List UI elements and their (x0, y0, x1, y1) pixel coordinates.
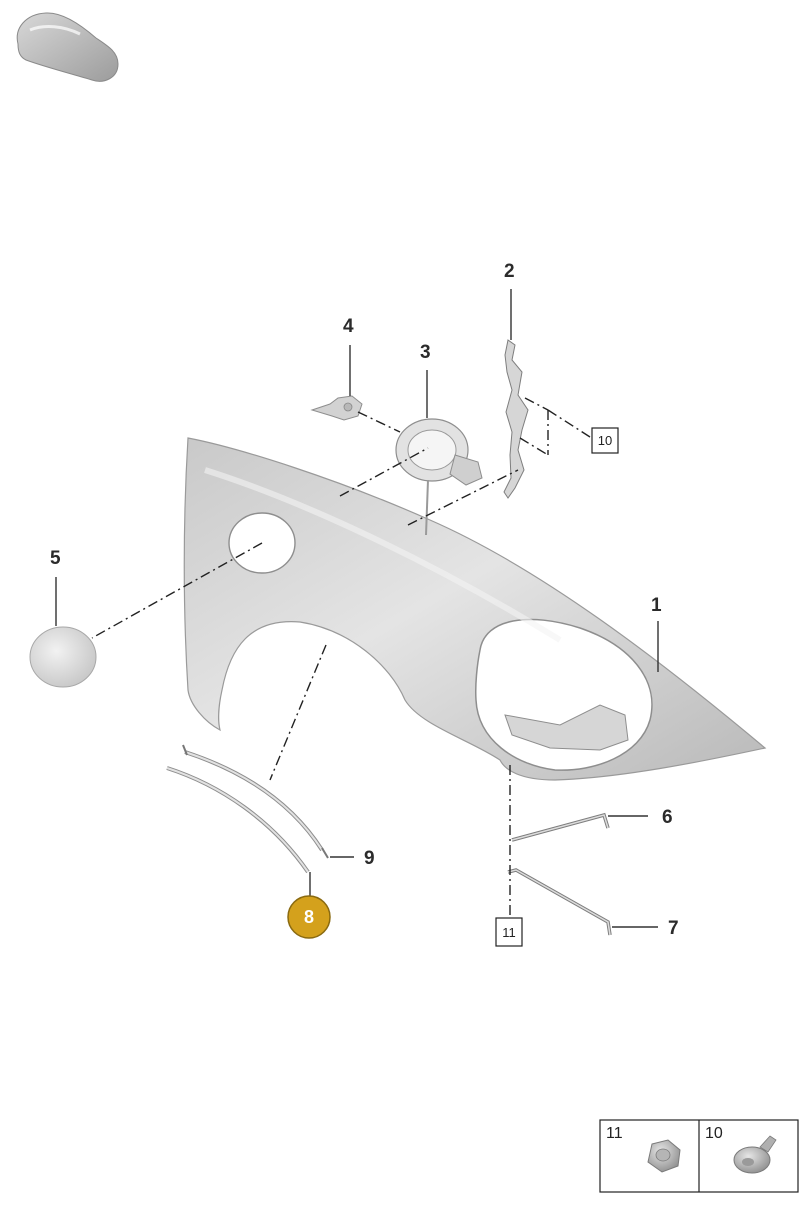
svg-text:11: 11 (502, 925, 516, 940)
wheel-arch-trim-part (166, 744, 329, 874)
support-strut-6-part (511, 812, 610, 842)
callout-4: 4 (343, 316, 354, 337)
front-fender-part (183, 437, 767, 781)
callout-3: 3 (420, 342, 431, 363)
hardware-legend: 11 10 (599, 1119, 799, 1193)
callout-2: 2 (504, 261, 515, 282)
legend-label-10: 10 (705, 1125, 723, 1142)
car-thumbnail-icon (16, 12, 119, 82)
ref-box-10: 10 (591, 427, 619, 454)
nut-icon (647, 1139, 681, 1173)
callout-9: 9 (364, 848, 375, 869)
callout-6: 6 (662, 807, 673, 828)
assembly-lines (91, 397, 591, 915)
callout-8: 8 (304, 907, 314, 927)
callout-1: 1 (651, 595, 662, 616)
latch-part (310, 395, 363, 421)
fuel-filler-housing-part (395, 418, 483, 536)
legend-label-11: 11 (606, 1125, 623, 1142)
fuel-flap-cover-part (29, 626, 97, 688)
svg-text:10: 10 (598, 433, 612, 448)
callout-7: 7 (668, 918, 679, 939)
support-strut-7-part (507, 868, 612, 936)
callout-5: 5 (50, 548, 61, 569)
leader-lines (55, 289, 659, 928)
bracket-part (503, 339, 529, 499)
ref-box-11: 11 (495, 917, 523, 947)
bolt-icon (733, 1135, 777, 1174)
callout-8-highlight[interactable]: 8 (287, 895, 331, 939)
